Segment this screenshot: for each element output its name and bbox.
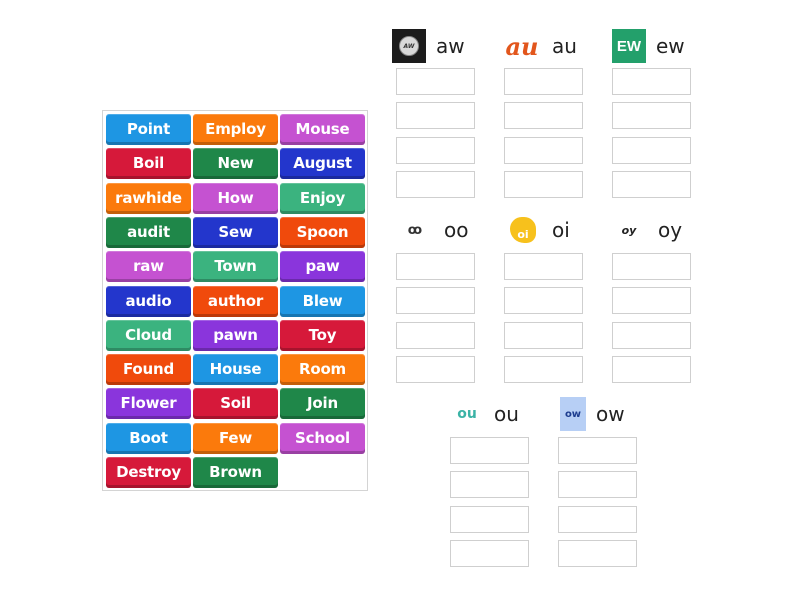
- group-header-oy: oy oy: [612, 213, 682, 247]
- word-tile-boil[interactable]: Boil: [106, 148, 191, 180]
- oy-logo-icon: oy: [621, 223, 637, 237]
- word-tile-sew[interactable]: Sew: [193, 216, 278, 248]
- drop-slot-oy-2[interactable]: [612, 287, 691, 315]
- word-tile-join[interactable]: Join: [280, 388, 365, 420]
- drop-slot-au-3[interactable]: [504, 136, 583, 164]
- drop-slot-ow-1[interactable]: [558, 437, 637, 464]
- word-tile-flower[interactable]: Flower: [106, 388, 191, 420]
- drop-slot-ou-1[interactable]: [450, 437, 529, 464]
- drop-slot-aw-1[interactable]: [396, 68, 475, 95]
- word-tile-pawn[interactable]: pawn: [193, 319, 278, 351]
- drop-slot-au-1[interactable]: [504, 68, 583, 95]
- drop-slot-au-4[interactable]: [504, 170, 583, 198]
- drop-slot-ow-2[interactable]: [558, 471, 637, 499]
- group-label: oo: [444, 218, 469, 242]
- drop-slot-oy-1[interactable]: [612, 253, 691, 280]
- group-label: aw: [436, 34, 465, 58]
- word-tile-room[interactable]: Room: [280, 354, 365, 386]
- word-tile-spoon[interactable]: Spoon: [280, 216, 365, 248]
- word-tile-school[interactable]: School: [280, 422, 365, 454]
- drop-slot-ou-2[interactable]: [450, 471, 529, 499]
- word-tile-employ[interactable]: Employ: [193, 114, 278, 145]
- word-tile-cloud[interactable]: Cloud: [106, 319, 191, 351]
- aw-disc-icon: AW: [399, 36, 419, 56]
- drop-slot-au-2[interactable]: [504, 102, 583, 130]
- group-header-ew: EW ew: [612, 29, 685, 63]
- drop-slot-aw-4[interactable]: [396, 170, 475, 198]
- ow-logo-icon: ow: [560, 397, 586, 431]
- word-tile-audio[interactable]: audio: [106, 285, 191, 317]
- group-header-ou: ou ou: [450, 397, 519, 431]
- word-tile-brown[interactable]: Brown: [193, 457, 278, 488]
- word-tile-point[interactable]: Point: [106, 114, 191, 145]
- word-tile-soil[interactable]: Soil: [193, 388, 278, 420]
- drop-slot-oi-2[interactable]: [504, 287, 583, 315]
- aw-logo-icon: AW: [392, 29, 426, 63]
- word-tile-house[interactable]: House: [193, 354, 278, 386]
- word-tile-how[interactable]: How: [193, 182, 278, 214]
- drop-slot-oy-4[interactable]: [612, 355, 691, 383]
- oi-blob-icon: oi: [510, 217, 536, 243]
- word-tile-town[interactable]: Town: [193, 251, 278, 283]
- drop-slot-oo-2[interactable]: [396, 287, 475, 315]
- word-tile-audit[interactable]: audit: [106, 216, 191, 248]
- drop-slot-oo-4[interactable]: [396, 355, 475, 383]
- drop-slot-oi-1[interactable]: [504, 253, 583, 280]
- word-tile-raw[interactable]: raw: [106, 251, 191, 283]
- word-tile-paw[interactable]: paw: [280, 251, 365, 283]
- word-tile-boot[interactable]: Boot: [106, 422, 191, 454]
- drop-slot-oo-1[interactable]: [396, 253, 475, 280]
- word-tile-found[interactable]: Found: [106, 354, 191, 386]
- word-tile-new[interactable]: New: [193, 148, 278, 180]
- group-label: oi: [552, 218, 570, 242]
- au-logo-icon: au: [505, 31, 539, 61]
- group-label: ew: [656, 34, 685, 58]
- group-label: au: [552, 34, 577, 58]
- drop-slot-oo-3[interactable]: [396, 321, 475, 349]
- group-label: oy: [658, 218, 683, 242]
- group-header-aw: AW aw: [392, 29, 465, 63]
- drop-slot-ou-4[interactable]: [450, 539, 529, 567]
- group-label: ou: [494, 402, 519, 426]
- drop-slot-ow-4[interactable]: [558, 539, 637, 567]
- word-tile-few[interactable]: Few: [193, 422, 278, 454]
- word-tile-august[interactable]: August: [280, 148, 365, 180]
- drop-slot-ew-4[interactable]: [612, 170, 691, 198]
- drop-slot-aw-2[interactable]: [396, 102, 475, 130]
- word-tile-rawhide[interactable]: rawhide: [106, 182, 191, 214]
- drop-slot-oy-3[interactable]: [612, 321, 691, 349]
- word-tile-toy[interactable]: Toy: [280, 319, 365, 351]
- oo-logo-icon: ꝏ: [407, 222, 423, 238]
- drop-slot-ew-2[interactable]: [612, 102, 691, 130]
- oi-logo-icon: oi: [506, 213, 540, 247]
- drop-slot-ew-3[interactable]: [612, 136, 691, 164]
- drop-slot-oi-4[interactable]: [504, 355, 583, 383]
- word-tile-destroy[interactable]: Destroy: [106, 457, 191, 488]
- ou-logo-icon: ou: [457, 406, 477, 422]
- word-tile-blew[interactable]: Blew: [280, 285, 365, 317]
- drop-slot-ou-3[interactable]: [450, 505, 529, 533]
- word-tile-mouse[interactable]: Mouse: [280, 114, 365, 145]
- drop-slot-oi-3[interactable]: [504, 321, 583, 349]
- group-header-oo: ꝏ oo: [398, 213, 469, 247]
- ew-logo-icon: EW: [612, 29, 646, 63]
- drop-slot-aw-3[interactable]: [396, 136, 475, 164]
- drop-slot-ew-1[interactable]: [612, 68, 691, 95]
- group-label: ow: [596, 402, 625, 426]
- word-tile-author[interactable]: author: [193, 285, 278, 317]
- drop-slot-ow-3[interactable]: [558, 505, 637, 533]
- word-tile-enjoy[interactable]: Enjoy: [280, 182, 365, 214]
